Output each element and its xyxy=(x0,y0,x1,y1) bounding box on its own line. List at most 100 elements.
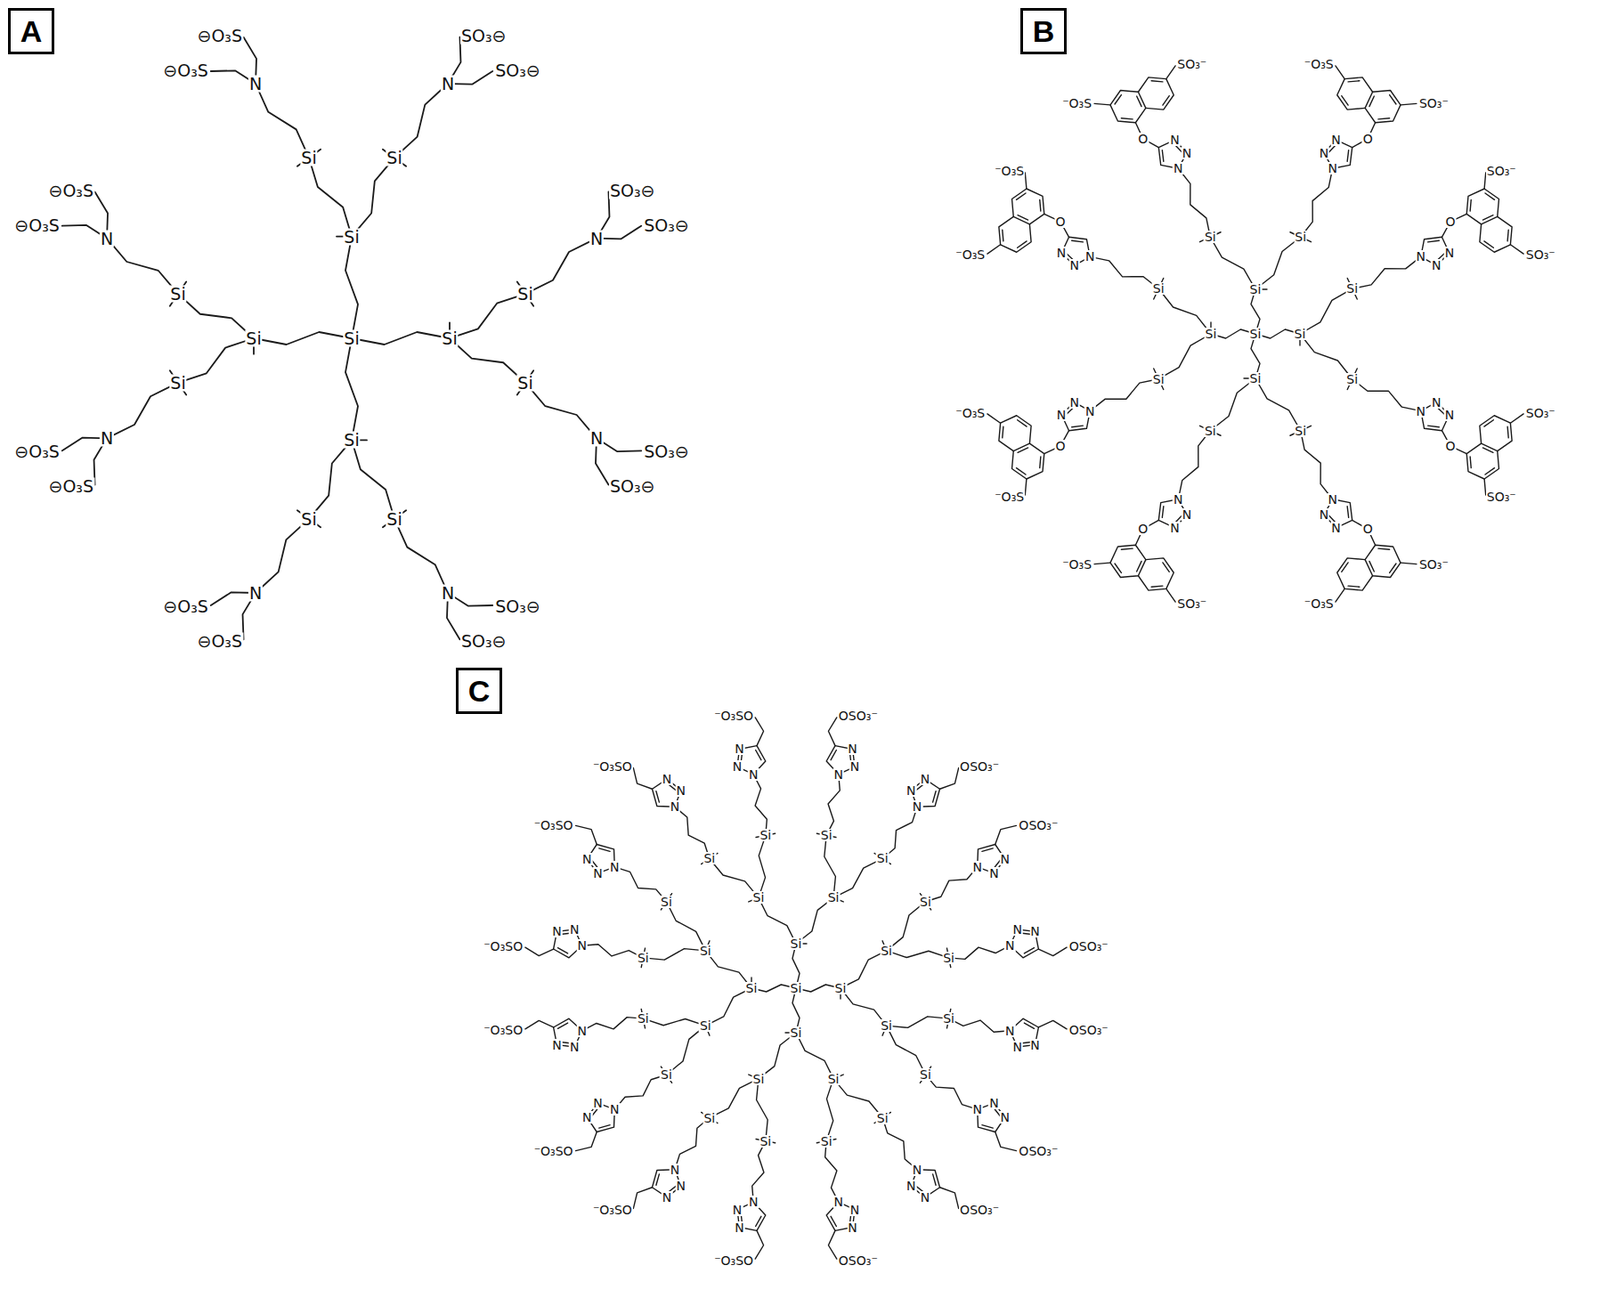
silicon-atom: Si xyxy=(789,1026,804,1040)
bond-line xyxy=(351,157,395,236)
sulfate-group: OSO₃⁻ xyxy=(1068,940,1110,953)
silicon-atom: Si xyxy=(942,951,956,965)
sulfonate-group: ⁻O₃S xyxy=(1061,558,1093,571)
silicon-atom: Si xyxy=(1249,372,1263,385)
bond-line xyxy=(1110,90,1146,123)
silicon-atom: Si xyxy=(918,895,933,909)
bond-line xyxy=(255,83,309,158)
nitrogen-atom: N xyxy=(905,784,917,797)
bond-line xyxy=(1348,81,1360,82)
bond-line xyxy=(886,901,926,951)
oxygen-atom: O xyxy=(1054,215,1066,228)
bond-line xyxy=(1120,118,1133,120)
nitrogen-atom: N xyxy=(592,1096,603,1110)
silicon-atom: Si xyxy=(300,510,317,528)
bond-line xyxy=(940,1187,959,1210)
bond-line xyxy=(755,717,764,747)
nitrogen-atom: N xyxy=(849,1203,861,1217)
nitrogen-atom: N xyxy=(248,75,263,93)
nitrogen-atom: N xyxy=(747,768,759,781)
bond-line xyxy=(1352,379,1422,412)
bond-line xyxy=(1094,103,1111,106)
silicon-atom: Si xyxy=(385,149,403,167)
bond-line xyxy=(394,519,448,593)
nitrogen-atom: N xyxy=(1004,939,1016,952)
bond-line xyxy=(753,774,767,837)
nitrogen-atom: N xyxy=(911,800,923,813)
silicon-atom: Si xyxy=(879,944,894,958)
bond-line xyxy=(830,1216,837,1227)
sulfonate-group: ⊖O₃S xyxy=(13,442,61,460)
bond-line xyxy=(1507,426,1509,439)
panel-box: A xyxy=(8,8,55,55)
nitrogen-atom: N xyxy=(1318,508,1330,521)
sulfonate-group: ⊖O₃S xyxy=(195,26,244,44)
nitrogen-atom: N xyxy=(581,852,593,866)
sulfonate-group: SO₃⁻ xyxy=(1525,406,1557,420)
nitrogen-atom: N xyxy=(1181,508,1193,521)
silicon-atom: Si xyxy=(702,1112,716,1125)
nitrogen-atom: N xyxy=(551,925,562,938)
nitrogen-atom: N xyxy=(747,1195,759,1209)
sulfate-group: OSO₃⁻ xyxy=(837,1254,879,1268)
bond-line xyxy=(1137,558,1174,591)
sulfate-group: OSO₃⁻ xyxy=(1017,819,1059,832)
bond-line xyxy=(949,945,1011,959)
nitrogen-atom: N xyxy=(589,229,604,247)
bond-line xyxy=(1341,96,1349,106)
bond-line xyxy=(1017,447,1029,453)
sulfonate-group: ⁻O₃S xyxy=(993,164,1025,178)
sulfate-group: ⁻O₃SO xyxy=(533,1145,575,1158)
nitrogen-atom: N xyxy=(988,867,999,880)
sulfate-group: OSO₃⁻ xyxy=(1017,1145,1059,1158)
bond-line xyxy=(995,825,1017,845)
bond-line xyxy=(1337,558,1373,591)
bond-line xyxy=(1507,229,1509,242)
bond-line xyxy=(1039,456,1041,469)
nitrogen-atom: N xyxy=(440,75,455,93)
bond-line xyxy=(633,1187,652,1210)
silicon-atom: Si xyxy=(244,330,262,348)
nitrogen-atom: N xyxy=(609,860,620,874)
nitrogen-atom: N xyxy=(1181,146,1193,160)
bond-line xyxy=(1023,1023,1034,1029)
bond-line xyxy=(882,1118,918,1170)
bond-line xyxy=(178,293,254,339)
silicon-atom: Si xyxy=(1203,424,1218,438)
silicon-atom: Si xyxy=(342,227,360,245)
bond-line xyxy=(1114,95,1121,105)
bond-line xyxy=(1378,118,1390,120)
bond-line xyxy=(674,1118,710,1170)
bond-line xyxy=(1038,947,1067,956)
bond-line xyxy=(1137,96,1142,107)
bond-line xyxy=(886,1016,950,1029)
bond-line xyxy=(308,157,352,236)
silicon-atom: Si xyxy=(516,285,534,303)
bond-line xyxy=(642,949,706,961)
bond-line xyxy=(886,950,950,959)
nitrogen-atom: N xyxy=(731,1203,743,1217)
nitrogen-atom: N xyxy=(576,1024,587,1038)
bond-line xyxy=(1485,468,1495,475)
silicon-atom: Si xyxy=(758,1135,772,1148)
bond-line xyxy=(1002,426,1004,439)
sulfonate-group: SO₃⁻ xyxy=(1176,57,1208,71)
silicon-atom: Si xyxy=(1293,327,1308,341)
sulfate-group: OSO₃⁻ xyxy=(958,760,1000,773)
bond-line xyxy=(525,1020,554,1029)
silicon-atom: Si xyxy=(752,891,766,904)
silicon-atom: Si xyxy=(1293,230,1308,244)
nitrogen-atom: N xyxy=(846,742,858,756)
sulfonate-group: ⁻O₃S xyxy=(1303,57,1335,71)
sulfonate-group: ⁻O₃S xyxy=(954,406,986,420)
nitrogen-atom: N xyxy=(849,760,861,773)
bond-line xyxy=(1114,563,1121,573)
bond-line xyxy=(987,414,1001,423)
bond-line xyxy=(1120,548,1133,550)
silicon-atom: Si xyxy=(1152,282,1166,295)
nitrogen-atom: N xyxy=(1068,259,1080,272)
oxygen-atom: O xyxy=(1362,132,1374,146)
sulfonate-group: SO₃⊖ xyxy=(460,26,508,44)
bond-line xyxy=(642,1018,706,1026)
nitrogen-atom: N xyxy=(576,939,587,952)
